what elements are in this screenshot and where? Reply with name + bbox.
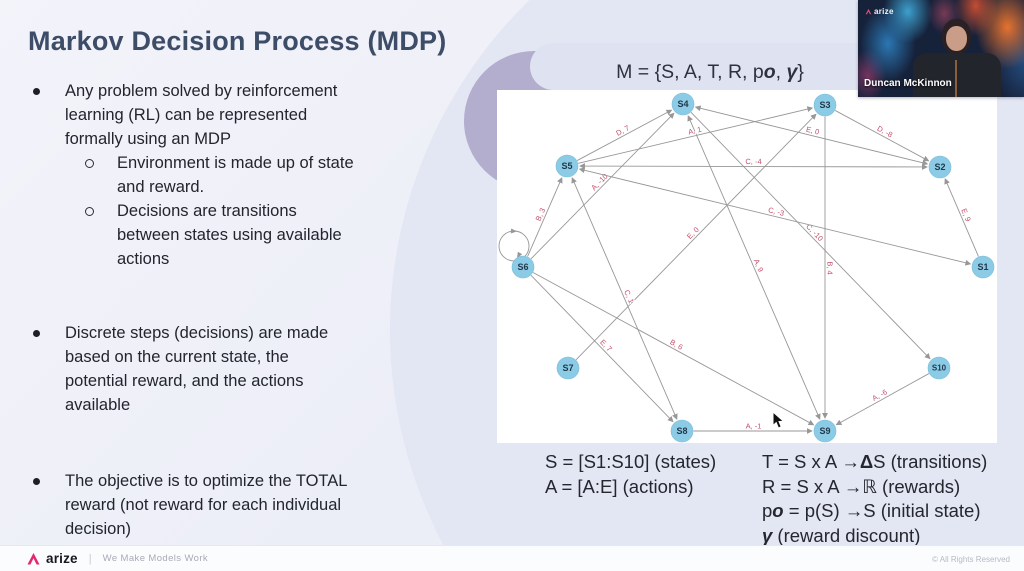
- presenter-face: [946, 26, 967, 51]
- sub-bullet-text: Decisions are transitions between states…: [117, 202, 342, 268]
- sub-bullet-1: Environment is made up of state and rewa…: [65, 151, 354, 199]
- arize-caret-icon: [865, 8, 872, 15]
- footer-brand: arize: [46, 551, 78, 566]
- formula-comma: ,: [775, 61, 787, 83]
- svg-text:S3: S3: [819, 100, 830, 110]
- legend-states-line: S = [S1:S10] (states): [545, 451, 717, 472]
- webcam-panel: arize Duncan McKinnon: [858, 0, 1024, 97]
- svg-text:A, 9: A, 9: [752, 258, 766, 274]
- svg-text:S9: S9: [819, 426, 830, 436]
- sub-bullet-2: Decisions are transitions between states…: [65, 199, 354, 271]
- svg-text:E, 9: E, 9: [959, 207, 973, 223]
- bullet-marker: [33, 478, 40, 485]
- bullet-marker: [33, 88, 40, 95]
- presenter-name-label: Duncan McKinnon: [864, 78, 952, 89]
- svg-text:E, 0: E, 0: [805, 125, 820, 137]
- svg-text:S8: S8: [676, 426, 687, 436]
- svg-text:S2: S2: [934, 162, 945, 172]
- svg-text:S5: S5: [561, 161, 572, 171]
- sub-bullet-marker: [85, 159, 94, 168]
- footer-bar: arize | We Make Models Work © All Rights…: [0, 545, 1024, 571]
- legend-rewards-line: R = S x A →ℝ (rewards): [762, 475, 961, 497]
- svg-text:S10: S10: [932, 364, 947, 373]
- formula-gamma: γ: [786, 61, 798, 83]
- presenter-torso: [913, 53, 1001, 97]
- bullet-text: Any problem solved by reinforcement lear…: [65, 82, 338, 148]
- formula-p0: o: [763, 61, 776, 83]
- legend-left-column: S = [S1:S10] (states) A = [A:E] (actions…: [545, 450, 716, 499]
- sub-bullet-marker: [85, 207, 94, 216]
- svg-text:C, 1: C, 1: [622, 288, 636, 304]
- bullet-text: Discrete steps (decisions) are made base…: [65, 324, 329, 414]
- svg-text:C, -4: C, -4: [745, 157, 761, 166]
- legend-actions-line: A = [A:E] (actions): [545, 475, 694, 497]
- sub-bullet-text: Environment is made up of state and rewa…: [117, 154, 354, 196]
- webcam-brand-text: arize: [874, 7, 894, 16]
- legend-discount-line: γ (reward discount): [762, 524, 921, 546]
- footer-divider: |: [88, 552, 92, 565]
- svg-text:S6: S6: [517, 262, 528, 272]
- bullet-marker: [33, 330, 40, 337]
- bullet-item-3: The objective is to optimize the TOTAL r…: [28, 469, 478, 541]
- formula-close: }: [797, 61, 804, 83]
- mdp-formula: M = {S, A, T, R, po, γ}: [520, 61, 900, 84]
- copyright-text: © All Rights Reserved: [932, 555, 1010, 564]
- svg-text:B, 6: B, 6: [668, 337, 684, 351]
- svg-text:A, -1: A, -1: [746, 422, 762, 431]
- legend-right-column: T = S x A →ΔS (transitions) R = S x A →ℝ…: [762, 450, 987, 548]
- svg-text:S7: S7: [562, 363, 573, 373]
- formula-pre: M = {S, A, T, R, p: [616, 61, 764, 83]
- legend-initial-state-line: po = p(S) →S (initial state): [762, 500, 981, 521]
- svg-text:E, 0: E, 0: [685, 225, 701, 241]
- svg-text:B, 3: B, 3: [534, 207, 548, 223]
- bullet-item-1: Any problem solved by reinforcement lear…: [28, 79, 478, 271]
- svg-text:S1: S1: [977, 262, 988, 272]
- page-title: Markov Decision Process (MDP): [28, 26, 447, 56]
- svg-text:S4: S4: [677, 99, 688, 109]
- mouse-cursor: [772, 411, 785, 429]
- arize-logo-icon: [26, 552, 41, 565]
- legend-transitions-line: T = S x A →ΔS (transitions): [762, 451, 988, 472]
- footer-tagline: We Make Models Work: [102, 553, 209, 564]
- bullet-text: The objective is to optimize the TOTAL r…: [65, 472, 348, 538]
- presenter-jacket-zipper: [955, 60, 957, 97]
- svg-text:C, -3: C, -3: [767, 205, 785, 218]
- svg-text:B, 4: B, 4: [826, 261, 835, 274]
- mdp-graph-svg: D, 7A, -10A, 9C, -10A, 1E, 0D, -8E, 0C, …: [498, 92, 995, 443]
- svg-text:D, 7: D, 7: [614, 123, 630, 137]
- bullet-item-2: Discrete steps (decisions) are made base…: [28, 321, 478, 417]
- webcam-arize-logo: arize: [865, 7, 894, 16]
- svg-text:E, 7: E, 7: [598, 338, 614, 354]
